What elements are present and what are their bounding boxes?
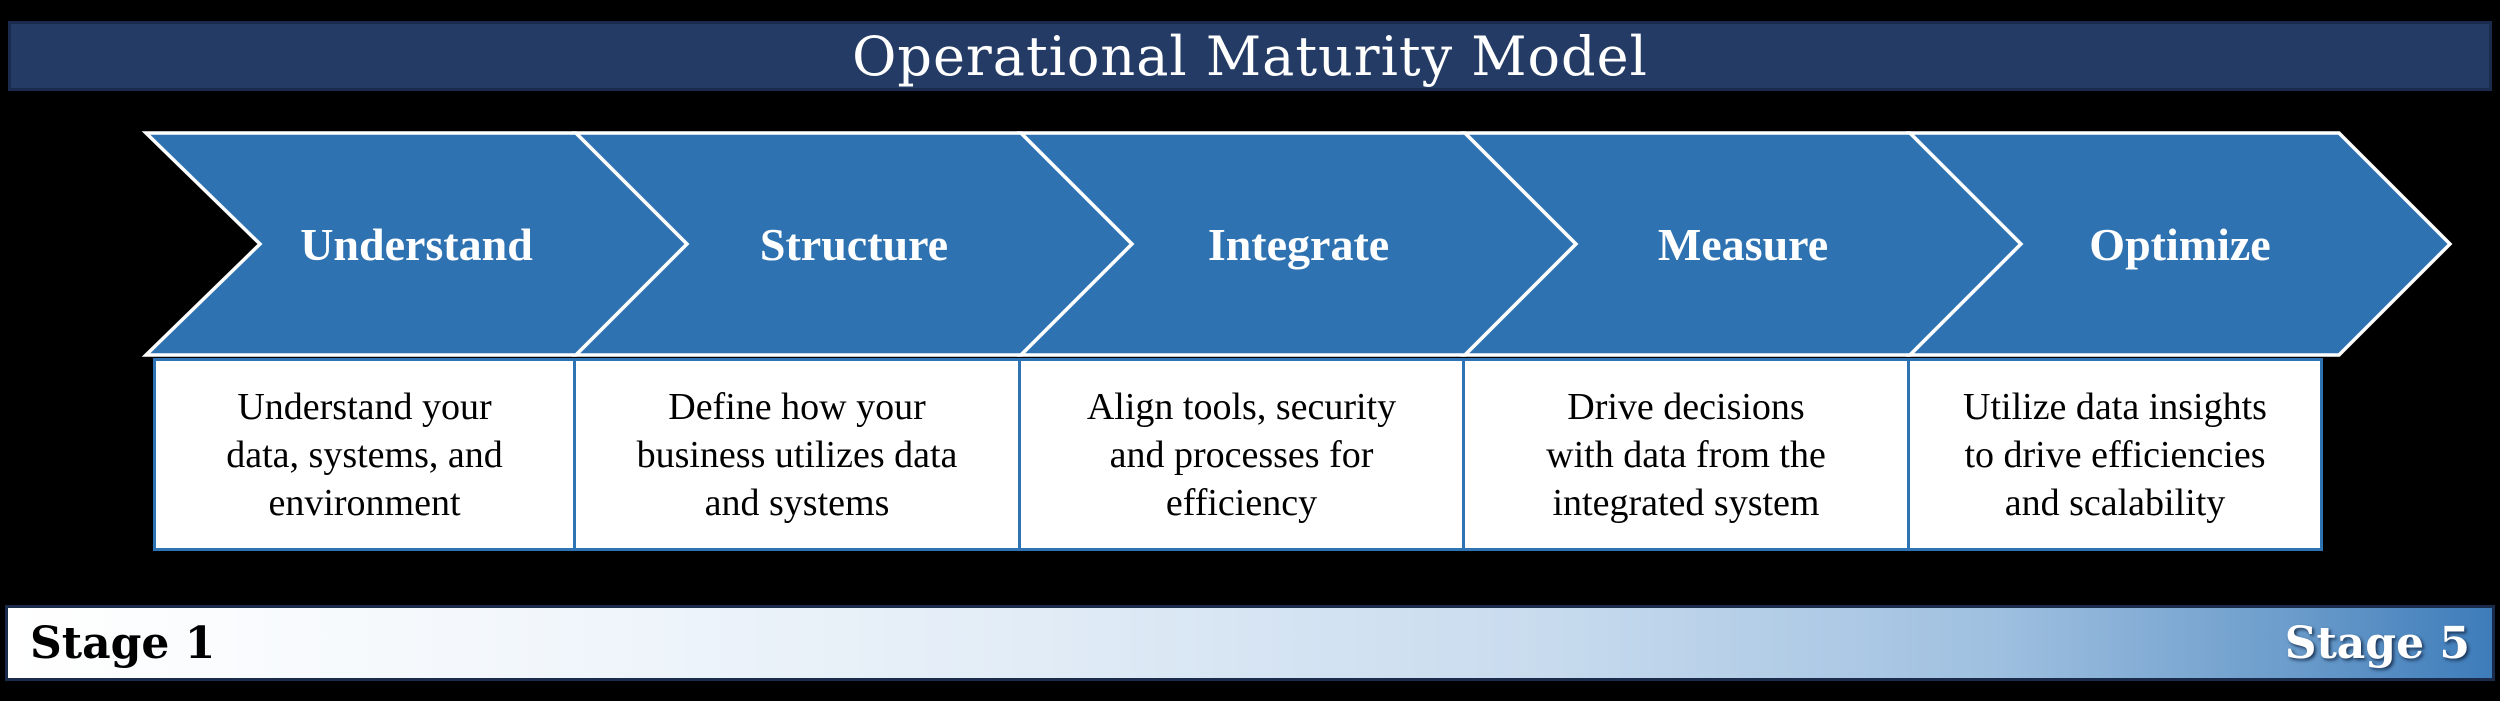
- header-bar: Operational Maturity Model: [8, 21, 2492, 91]
- stage-end-label: Stage 5: [2284, 617, 2470, 669]
- stage-description-integrate: Align tools, security and processes for …: [1021, 358, 1465, 551]
- stage-description-optimize: Utilize data insights to drive efficienc…: [1910, 358, 2323, 551]
- stage-description-measure: Drive decisions with data from the integ…: [1465, 358, 1910, 551]
- stage-description-structure: Define how your business utilizes data a…: [576, 358, 1021, 551]
- stage-start-label: Stage 1: [30, 617, 216, 669]
- stage-progress-bar: Stage 1 Stage 5: [5, 605, 2495, 681]
- page-title: Operational Maturity Model: [852, 24, 1648, 88]
- chevron-shape-understand: [141, 131, 690, 357]
- chevron-shape-optimize: [1905, 131, 2453, 357]
- stage-description-understand: Understand your data, systems, and envir…: [153, 358, 576, 551]
